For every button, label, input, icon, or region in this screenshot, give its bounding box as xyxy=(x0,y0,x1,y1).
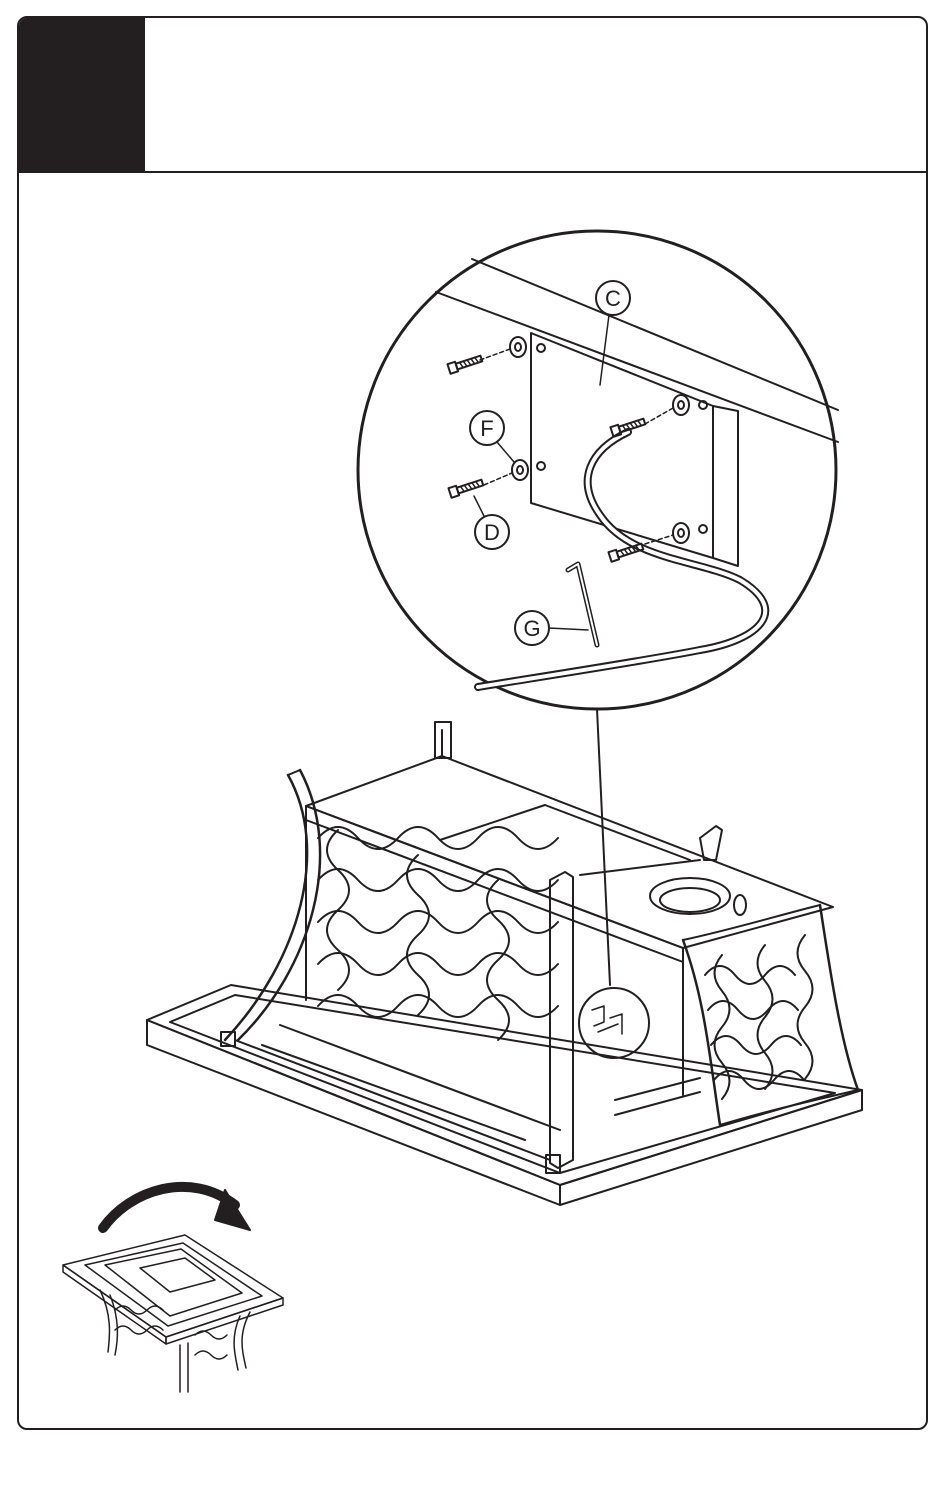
table-upside-down xyxy=(147,722,862,1205)
callout-d: D xyxy=(484,520,500,545)
hex-key-g-icon xyxy=(568,564,597,645)
callout-g: G xyxy=(523,616,540,641)
table-upright-thumbnail-icon xyxy=(63,1235,283,1392)
detail-target-circle xyxy=(579,988,649,1058)
callout-c: C xyxy=(605,286,621,311)
flip-arrow-icon xyxy=(103,1187,235,1228)
callout-f: F xyxy=(480,416,493,441)
